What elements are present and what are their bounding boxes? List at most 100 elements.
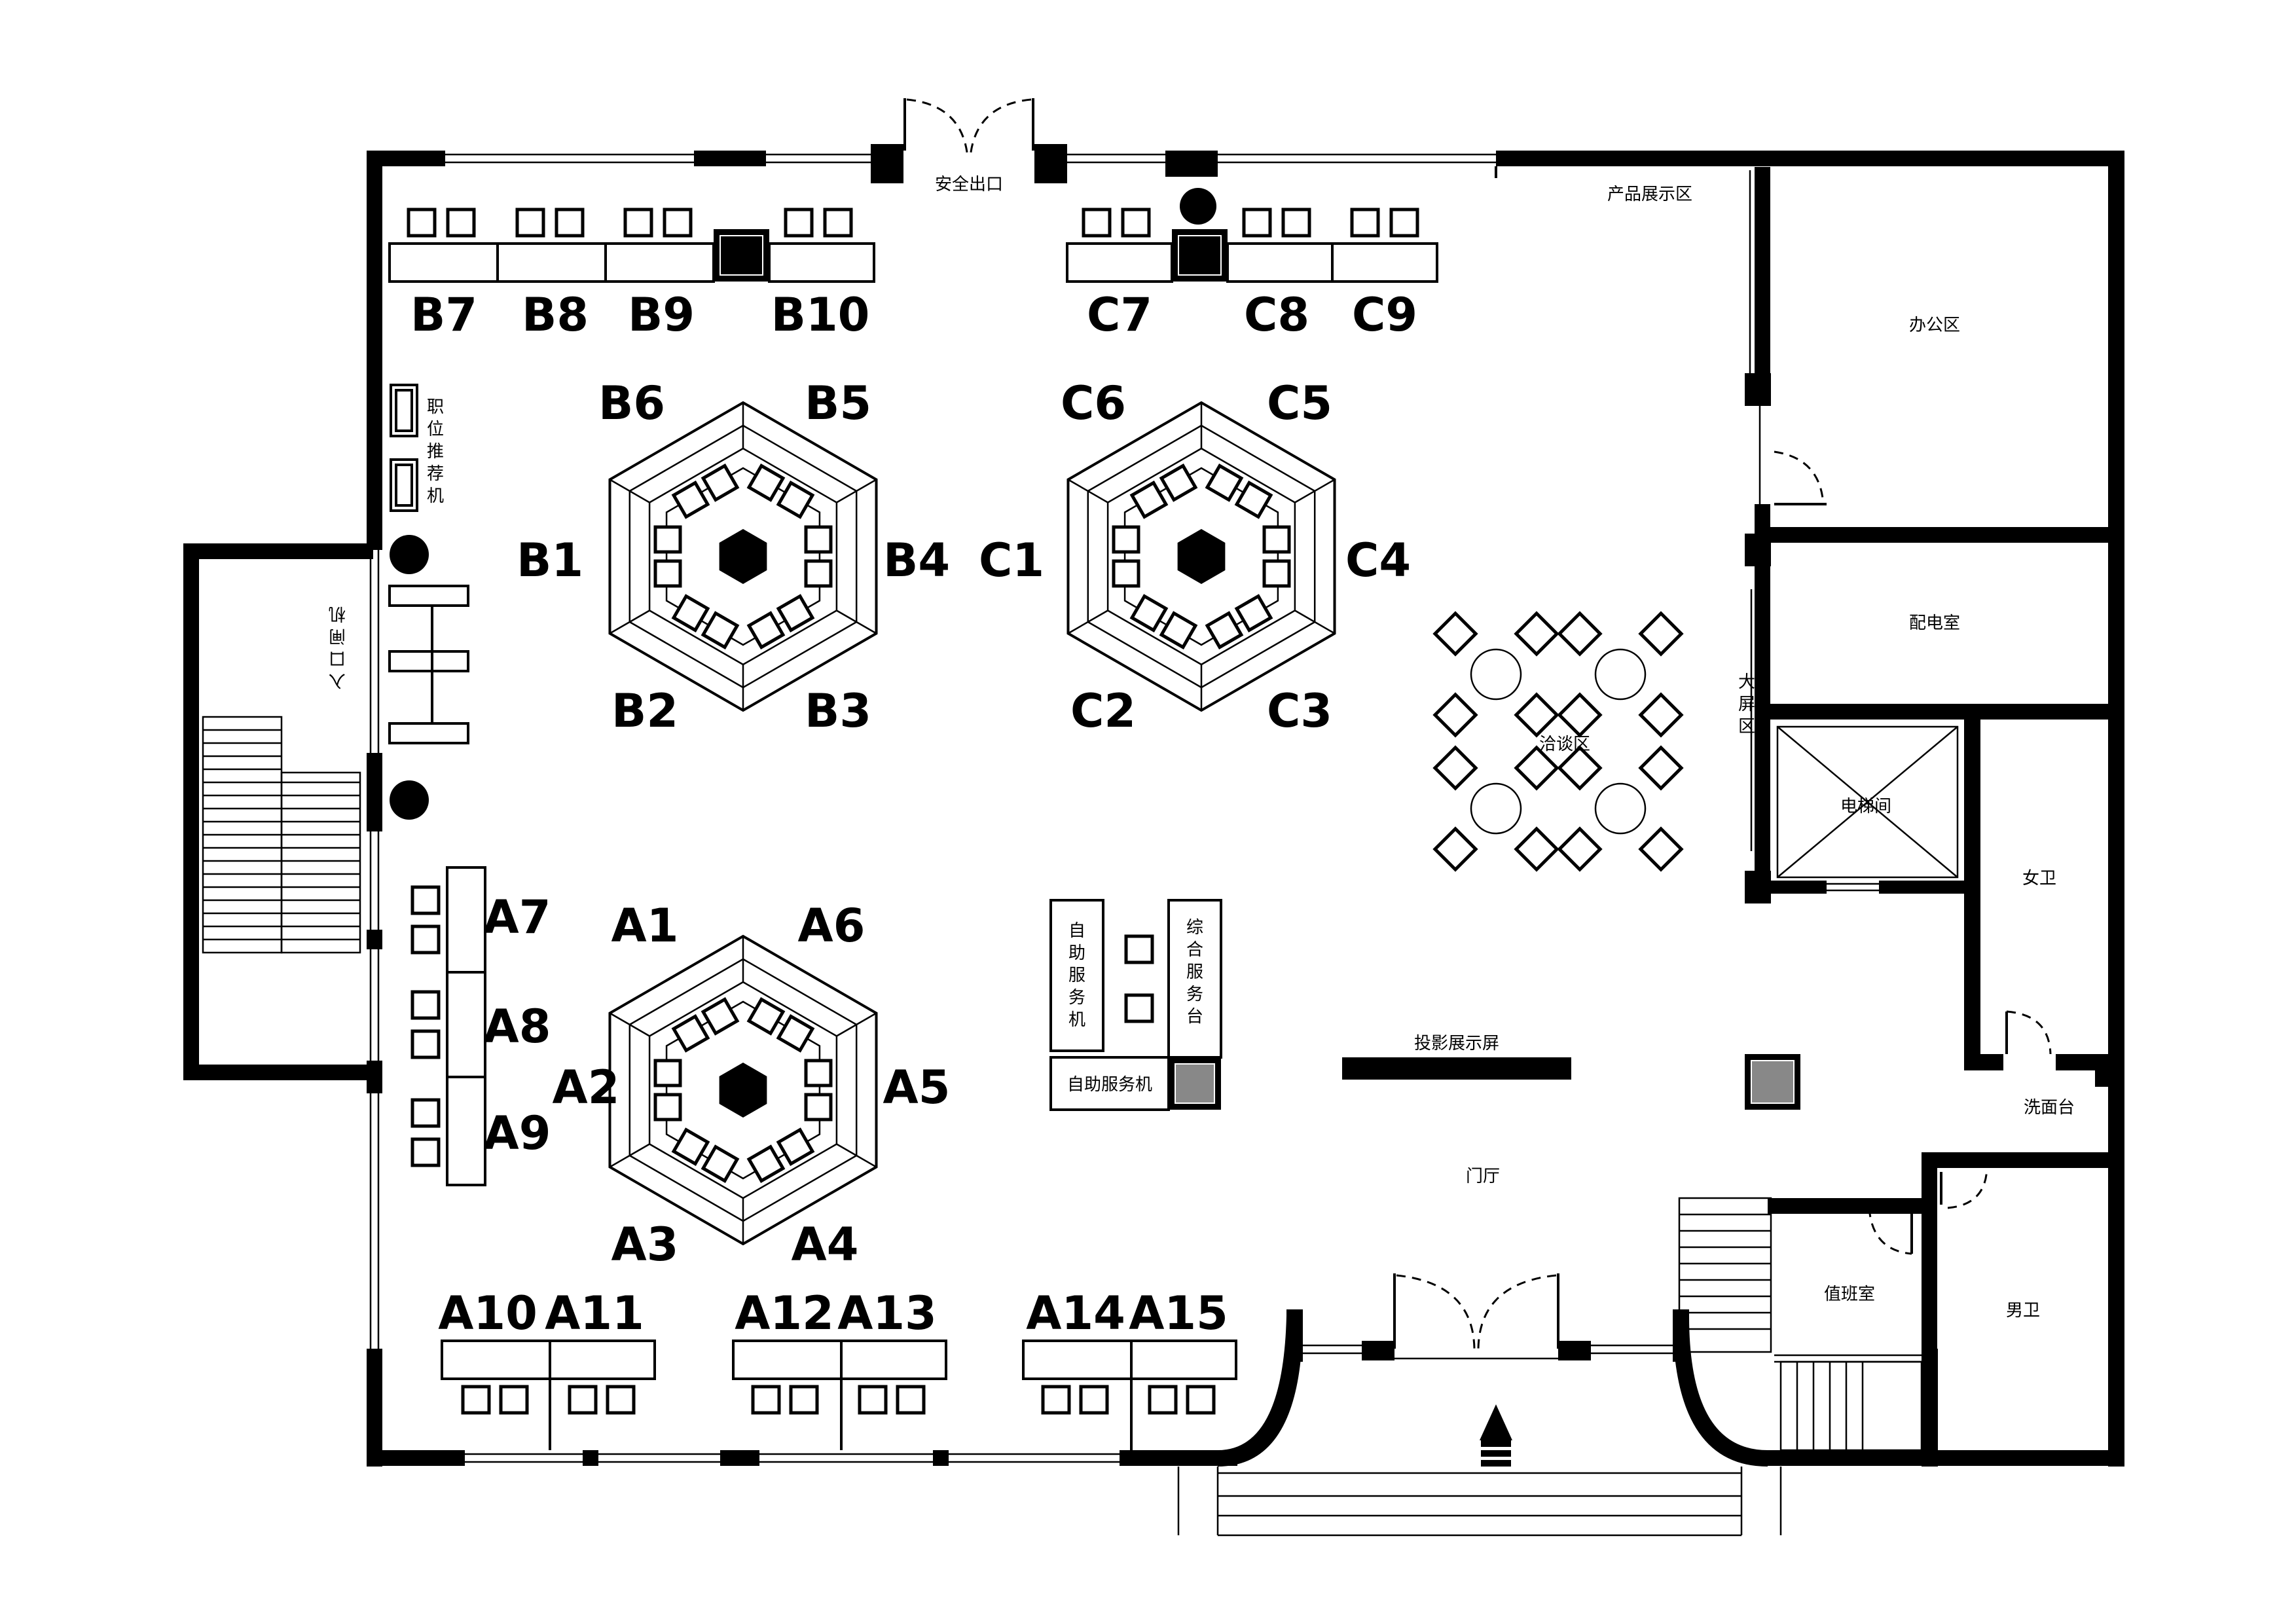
seat-icon	[1112, 559, 1140, 588]
seat-icon	[776, 1014, 815, 1053]
desk-label-c7: C7	[1087, 288, 1152, 342]
duty-room-label: 值班室	[1824, 1285, 1875, 1304]
seat-icon	[1205, 464, 1244, 502]
top-desks-b	[388, 208, 875, 283]
right-stairs	[1678, 1197, 1923, 1451]
hex-divider	[609, 610, 650, 634]
desk-label-a10: A10	[438, 1286, 538, 1340]
seat-icon	[1159, 464, 1198, 502]
entry-arrow-icon	[1480, 1404, 1512, 1467]
chair-icon	[1432, 692, 1478, 738]
seat-icon	[653, 559, 682, 588]
desk-label-a15: A15	[1129, 1286, 1228, 1340]
power-room-label: 配电室	[1909, 613, 1960, 633]
seat-label-b4: B4	[883, 534, 950, 587]
service-desk-label: 综合服务台	[1186, 918, 1203, 1027]
seat-label-b2: B2	[611, 684, 678, 738]
labels: 安全出口 产品展示区 办公区 配电室 电梯间 女卫 洗面台 男卫 值班室 门厅 …	[329, 175, 2075, 1340]
wash-basin-label: 洗面台	[2024, 1098, 2075, 1118]
seat-label-b5: B5	[805, 376, 871, 430]
chair-icon	[1514, 826, 1559, 872]
big-screen-label: 大屏区	[1738, 672, 1755, 737]
seat-label-b3: B3	[805, 684, 871, 738]
plant-icon	[390, 780, 429, 820]
safety-exit-label: 安全出口	[935, 175, 1003, 194]
self-service-1-label: 自助服务机	[1068, 921, 1085, 1030]
hex-divider	[836, 1012, 877, 1037]
hex-center	[719, 1063, 767, 1118]
seat-icon	[1112, 525, 1140, 554]
desk-label-b9: B9	[628, 288, 695, 342]
hall-label: 门厅	[1466, 1167, 1500, 1186]
hex-divider	[1294, 479, 1336, 503]
chair-icon	[1432, 826, 1478, 872]
seat-icon	[1262, 559, 1291, 588]
projection-screen-label: 投影展示屏	[1414, 1034, 1499, 1053]
hex-divider	[836, 479, 877, 503]
seat-icon	[653, 1093, 682, 1122]
seat-icon	[701, 611, 740, 649]
hex-core	[665, 467, 821, 646]
desk-label-a12: A12	[735, 1286, 834, 1340]
seat-icon	[746, 997, 786, 1036]
chair-icon	[1638, 692, 1684, 738]
chair-icon	[1557, 611, 1603, 657]
hex-divider	[609, 1012, 650, 1037]
seat-icon	[701, 997, 740, 1036]
chair-icon	[1432, 611, 1478, 657]
job-kiosk-label: 职位推荐机	[427, 397, 444, 506]
hex-divider	[1067, 610, 1108, 634]
seat-label-a6: A6	[798, 899, 866, 953]
seat-icon	[1205, 611, 1244, 649]
seat-label-b6: B6	[598, 376, 665, 430]
hex-core	[1123, 467, 1279, 646]
chair-icon	[1557, 692, 1603, 738]
hex-center	[1177, 529, 1226, 584]
seat-icon	[671, 1014, 710, 1053]
desk-label-c8: C8	[1244, 288, 1309, 342]
seat-icon	[804, 1093, 833, 1122]
seat-icon	[746, 464, 786, 502]
round-table	[1594, 782, 1647, 835]
seat-icon	[701, 1144, 740, 1183]
seat-icon	[1234, 481, 1273, 519]
seat-icon	[701, 464, 740, 502]
plant-icon	[1180, 188, 1216, 225]
seat-icon	[671, 594, 710, 632]
hex-core	[665, 1000, 821, 1180]
seat-icon	[653, 525, 682, 554]
chair-icon	[1514, 692, 1559, 738]
hex-divider	[836, 610, 877, 634]
outer-walls	[183, 98, 2124, 1537]
seat-label-c5: C5	[1267, 376, 1332, 430]
hex-cluster-a	[608, 934, 878, 1246]
hex-divider	[1067, 479, 1108, 503]
entrance-steps	[1177, 1467, 1782, 1537]
round-table	[1594, 648, 1647, 701]
chair-icon	[1638, 611, 1684, 657]
plant-icon	[390, 535, 429, 574]
desk-label-a14: A14	[1026, 1286, 1125, 1340]
negotiation-label: 洽谈区	[1539, 735, 1590, 754]
seat-icon	[746, 611, 786, 649]
service-area	[1049, 899, 1222, 1111]
seat-icon	[653, 1059, 682, 1087]
chair-icon	[1557, 745, 1603, 791]
seat-label-c6: C6	[1061, 376, 1126, 430]
desk-label-a9: A9	[484, 1106, 551, 1160]
seat-label-a3: A3	[611, 1218, 679, 1271]
desk-label-b10: B10	[771, 288, 870, 342]
hex-divider	[609, 479, 650, 503]
round-table	[1470, 648, 1522, 701]
left-desks-a	[410, 866, 486, 1186]
self-service-2-label: 自助服务机	[1067, 1075, 1152, 1095]
seat-icon	[804, 1059, 833, 1087]
male-wc-label: 男卫	[2006, 1301, 2040, 1321]
desk-label-a13: A13	[837, 1286, 937, 1340]
chair-icon	[1432, 745, 1478, 791]
chair-icon	[1638, 826, 1684, 872]
right-rooms	[1678, 151, 2124, 1467]
chair-icon	[1557, 826, 1603, 872]
seat-label-c4: C4	[1345, 534, 1411, 587]
office-label: 办公区	[1909, 316, 1960, 335]
